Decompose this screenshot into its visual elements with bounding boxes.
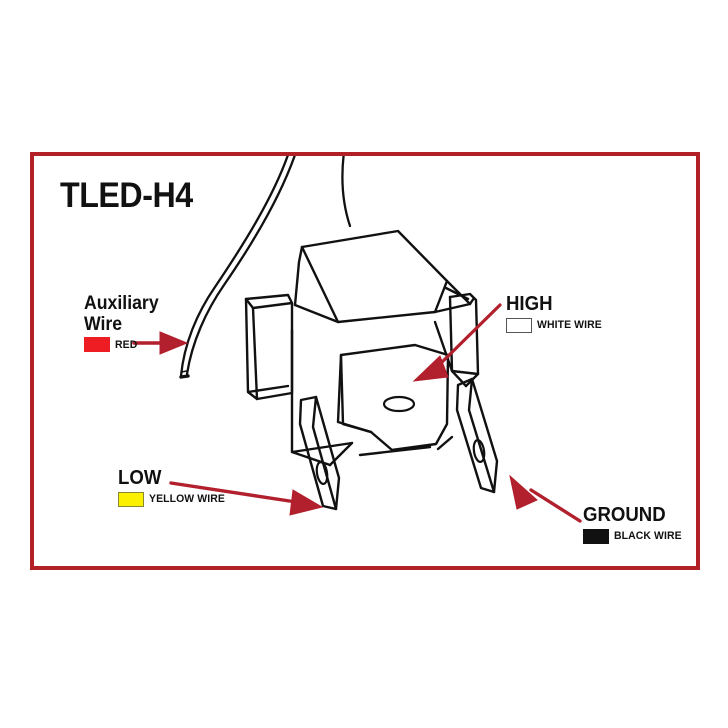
auxiliary-swatch-label: RED xyxy=(115,338,138,351)
ground-swatch-row: BLACK WIRE xyxy=(583,528,685,544)
callout-auxiliary-title-line1: Auxiliary xyxy=(84,293,159,314)
callout-auxiliary-title-line2: Wire xyxy=(84,313,123,335)
low-swatch-row: YELLOW WIRE xyxy=(118,491,229,507)
ground-swatch-label: BLACK WIRE xyxy=(614,530,682,543)
black-color-swatch xyxy=(583,528,609,544)
auxiliary-swatch-row: RED xyxy=(84,337,164,353)
page-title: TLED-H4 xyxy=(60,176,193,215)
callout-auxiliary-wire: Auxiliary Wire RED xyxy=(84,293,164,353)
high-swatch-label: WHITE WIRE xyxy=(537,319,602,332)
white-color-swatch xyxy=(506,317,532,333)
red-color-swatch xyxy=(84,337,110,353)
callout-high-title: HIGH xyxy=(506,293,553,315)
callout-ground: GROUND BLACK WIRE xyxy=(583,504,685,544)
high-swatch-row: WHITE WIRE xyxy=(506,317,605,333)
callout-low-title: LOW xyxy=(118,467,162,489)
yellow-color-swatch xyxy=(118,491,144,507)
callout-high: HIGH WHITE WIRE xyxy=(506,293,605,333)
callout-ground-title: GROUND xyxy=(583,504,666,526)
callout-low: LOW YELLOW WIRE xyxy=(118,467,229,507)
low-swatch-label: YELLOW WIRE xyxy=(149,493,225,506)
